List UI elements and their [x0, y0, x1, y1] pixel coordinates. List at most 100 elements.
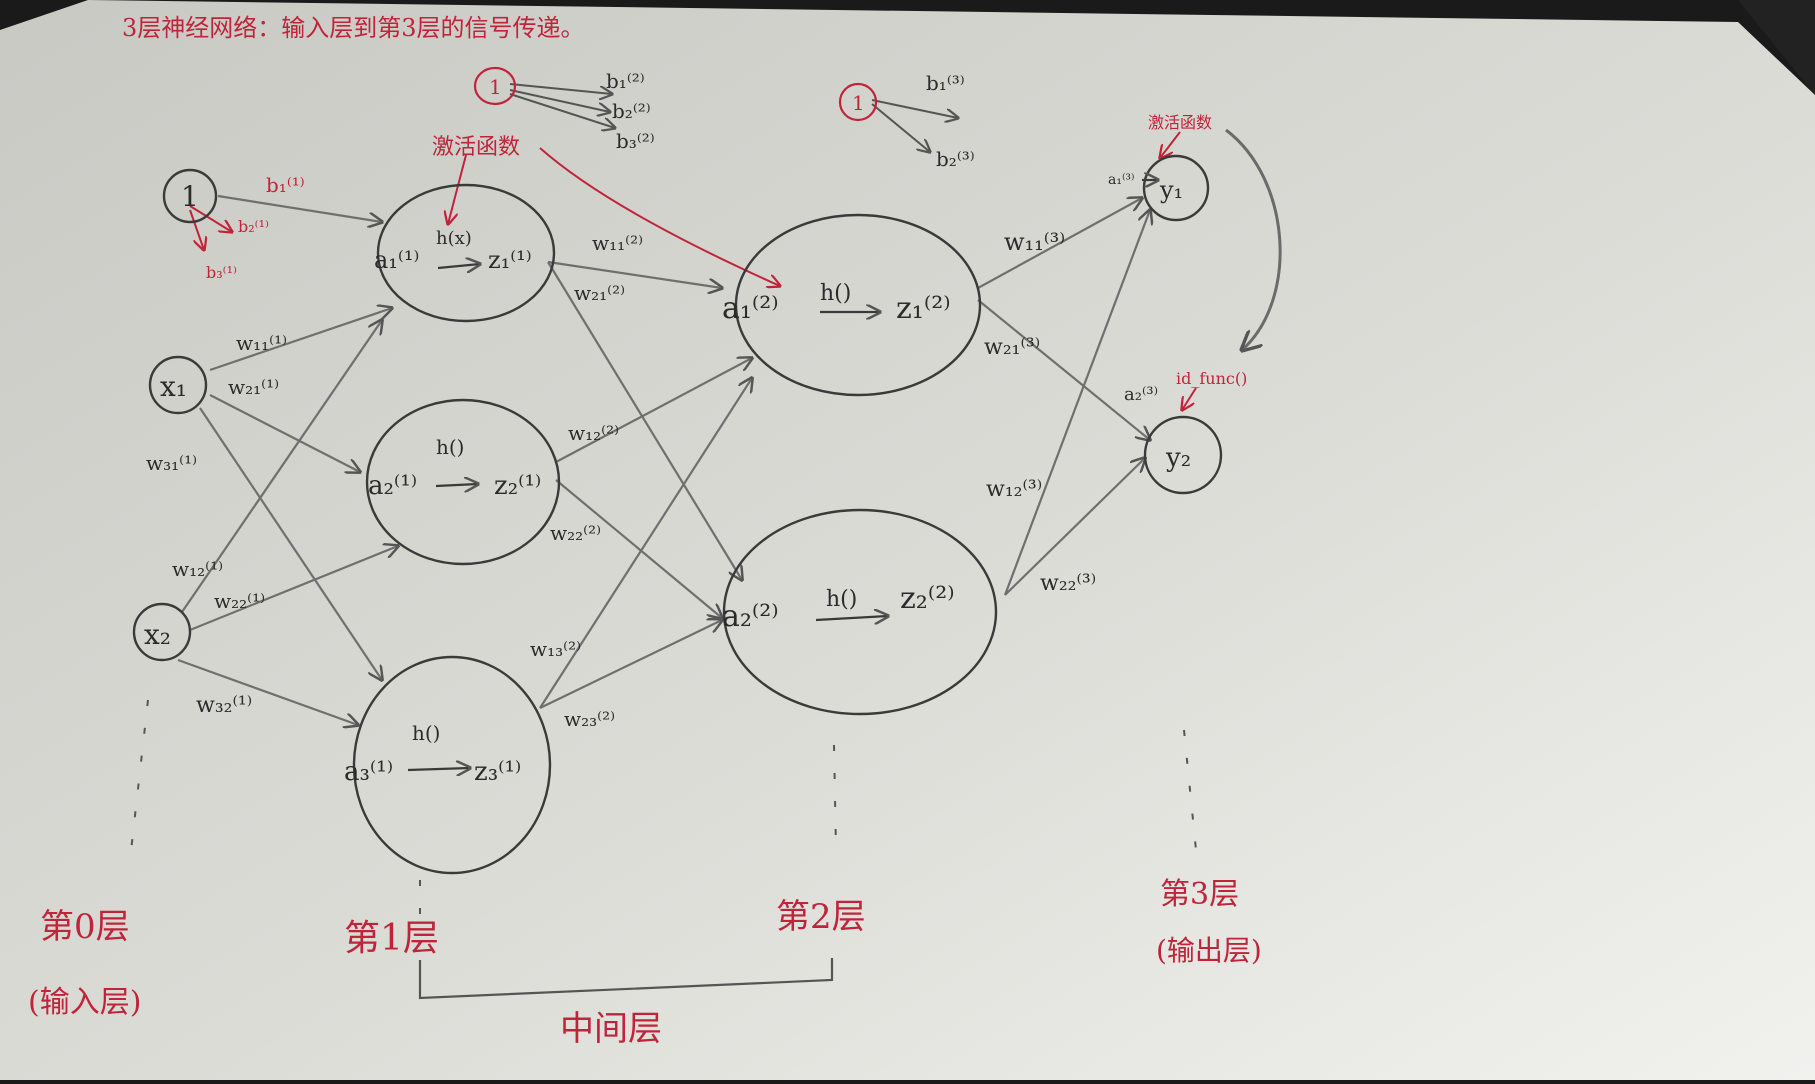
edge-l1n2-l2n2	[555, 479, 722, 618]
bias-node-layer1	[473, 66, 517, 106]
edges-layer2-3	[977, 198, 1150, 596]
input-x2-label: x₂	[144, 618, 171, 651]
l1-n3-z: z₃⁽¹⁾	[474, 757, 521, 787]
input-node-x2	[132, 602, 192, 662]
bias-node-layer2-label: 1	[852, 91, 865, 115]
edge-x2-n3	[177, 658, 358, 725]
activation-arrow-l1	[448, 154, 467, 224]
w3-21: w₂₁⁽³⁾	[984, 335, 1040, 360]
edge-l1n3-l2n1	[539, 378, 752, 709]
bias-arrow-l2-b2	[509, 89, 610, 112]
bias-label-l1-b3: b₃⁽¹⁾	[206, 263, 237, 282]
w1-12: w₁₂⁽¹⁾	[172, 557, 223, 581]
bias-node-layer1-label: 1	[489, 75, 502, 99]
l2-n1-z: z₁⁽²⁾	[896, 291, 951, 326]
bias-label-l2-b3: b₃⁽²⁾	[616, 129, 655, 153]
l1-n1-a: a₁⁽¹⁾	[374, 246, 419, 274]
l1-n3-h: h()	[412, 721, 441, 745]
edge-x2-n1	[181, 320, 382, 613]
output-curve-arrow	[1225, 128, 1282, 350]
w1-31: w₃₁⁽¹⁾	[146, 451, 197, 475]
neuron-l1-n1-arrow	[437, 264, 480, 268]
l1-n2-z: z₂⁽¹⁾	[494, 471, 541, 501]
neuron-l2-n2-arrow	[815, 616, 888, 620]
edge-l2n1-y1	[977, 198, 1142, 289]
annotation-arrows	[189, 131, 1197, 410]
annotation-identity: id_func()	[1176, 369, 1247, 388]
layer0-label: 第0层	[40, 907, 130, 947]
bias-arrow-l3-b2	[871, 103, 930, 152]
bias-label-l1-b1: b₁⁽¹⁾	[266, 173, 305, 197]
middle-layer-label: 中间层	[560, 1009, 662, 1049]
edge-l1n1-l2n1	[547, 260, 722, 288]
edge-b-n1	[217, 194, 382, 222]
identity-arrow	[1182, 387, 1197, 410]
edges-layer1-2	[539, 260, 752, 709]
l1-n2-h: h()	[436, 435, 465, 459]
neuron-l1-n2-arrow	[435, 484, 478, 486]
l1-n1-z: z₁⁽¹⁾	[488, 246, 532, 274]
output-activation-arrow	[1160, 131, 1181, 158]
edge-l2n1-y2	[977, 299, 1150, 440]
annotation-output-activation: 激活函数	[1148, 113, 1212, 132]
bias-arrow-l2-b3	[509, 93, 615, 128]
layer0-sublabel: (输入层)	[28, 985, 141, 1020]
output-y2-label: y₂	[1165, 443, 1191, 473]
dark-corner	[1738, 0, 1815, 95]
layer1-label: 第1层	[344, 918, 439, 959]
activation-arrow-l2	[539, 147, 780, 286]
bias-label-l2-b1: b₁⁽²⁾	[606, 69, 645, 93]
output-y1-label: y₁	[1159, 176, 1183, 204]
edge-l2n2-y2	[1004, 458, 1145, 596]
edge-l2n2-y1	[1003, 210, 1150, 596]
annotation-activation-function: 激活函数	[432, 135, 520, 160]
w1-22: w₂₂⁽¹⁾	[214, 589, 265, 613]
bias-node-layer0	[162, 168, 218, 224]
edge-l1n3-l2n2	[539, 620, 722, 709]
w2-11: w₁₁⁽²⁾	[592, 231, 643, 255]
edge-l1n1-l2n2	[547, 261, 742, 580]
guide-layer2	[833, 744, 837, 851]
input-node-x1	[148, 355, 208, 415]
bias-arrows	[509, 83, 958, 152]
l2-n2-a: a₂⁽²⁾	[722, 599, 779, 634]
edge-x1-n3	[199, 407, 382, 680]
w3-12: w₁₂⁽³⁾	[986, 477, 1042, 502]
w2-12: w₁₂⁽²⁾	[568, 421, 619, 445]
edge-x2-n2	[189, 546, 398, 632]
bias-node-layer0-label: 1	[181, 180, 199, 213]
l2-n2-h: h()	[826, 587, 857, 612]
edge-x1-n1	[209, 308, 392, 372]
w3-11: w₁₁⁽³⁾	[1004, 228, 1065, 256]
bias-arrow-l3-b1	[871, 99, 958, 118]
output-a2-label: a₂⁽³⁾	[1124, 384, 1158, 405]
bias-arrow-l2-b1	[509, 83, 612, 94]
w2-21: w₂₁⁽²⁾	[574, 281, 625, 305]
bias-node-layer2	[838, 82, 878, 122]
neuron-l2-n2	[722, 508, 998, 716]
bias-label-l2-b2: b₂⁽²⁾	[612, 99, 651, 123]
edge-l1n2-l2n1	[555, 358, 752, 463]
layer3-sublabel: (输出层)	[1156, 934, 1262, 967]
neuron-l2-n1	[734, 213, 982, 397]
layer2-label: 第2层	[776, 897, 866, 937]
bias-label-l3-b2: b₂⁽³⁾	[936, 147, 975, 171]
bias-arrow-l1-b3	[189, 209, 204, 250]
neuron-l1-n3-arrow	[407, 768, 470, 770]
l1-n2-a: a₂⁽¹⁾	[368, 471, 417, 501]
edge-x1-n2	[209, 394, 360, 472]
bias-arrow-l1-b2	[189, 205, 232, 232]
output-node-y1	[1142, 154, 1210, 222]
w2-13: w₁₃⁽²⁾	[530, 637, 581, 661]
w2-23: w₂₃⁽²⁾	[564, 707, 615, 731]
output-node-y2	[1143, 415, 1223, 495]
w1-11: w₁₁⁽¹⁾	[236, 331, 287, 355]
l2-n2-z: z₂⁽²⁾	[900, 581, 955, 616]
guide-layer3	[1183, 729, 1197, 851]
w1-32: w₃₂⁽¹⁾	[196, 693, 252, 718]
l2-n1-h: h()	[820, 281, 851, 306]
l1-n3-a: a₃⁽¹⁾	[344, 757, 393, 787]
